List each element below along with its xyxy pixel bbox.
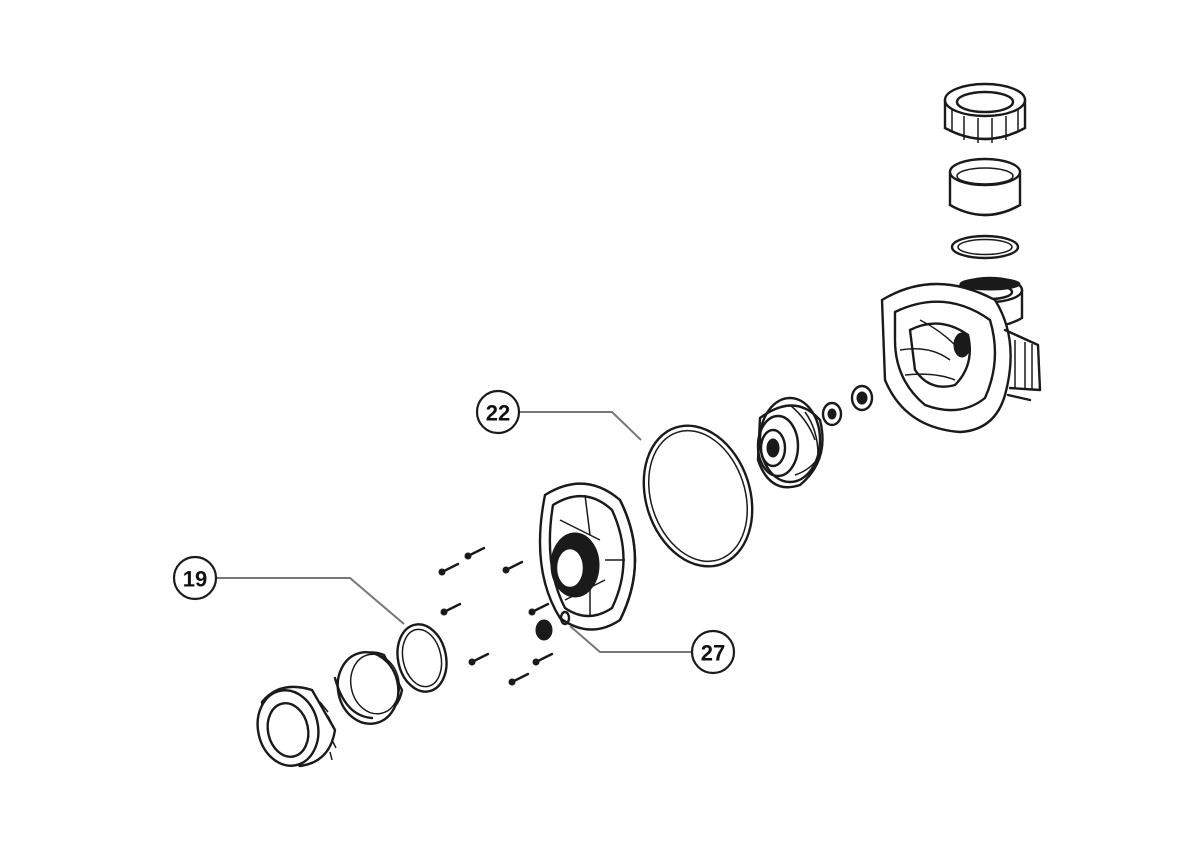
top-tailpiece	[948, 157, 1022, 217]
callout-22: 22	[475, 389, 521, 435]
impeller-nut	[821, 384, 874, 427]
top-o-ring	[950, 234, 1020, 260]
pump-housing	[880, 276, 1042, 434]
seal-plate	[538, 482, 637, 631]
top-union-nut	[943, 82, 1027, 143]
callout-19-label: 19	[183, 567, 207, 592]
callout-27-label: 27	[701, 641, 725, 666]
impeller	[756, 396, 824, 489]
callout-19: 19	[172, 555, 218, 601]
leader-19	[216, 577, 405, 625]
large-o-ring	[642, 424, 754, 568]
callout-27: 27	[690, 629, 736, 675]
screws	[438, 546, 554, 686]
callout-22-label: 22	[486, 401, 510, 426]
bottom-o-ring	[396, 623, 448, 693]
leader-27	[569, 625, 692, 653]
bottom-union-nut	[256, 685, 337, 768]
drain-plug	[535, 610, 571, 641]
leader-22	[520, 411, 642, 441]
bottom-tailpiece	[333, 651, 404, 725]
